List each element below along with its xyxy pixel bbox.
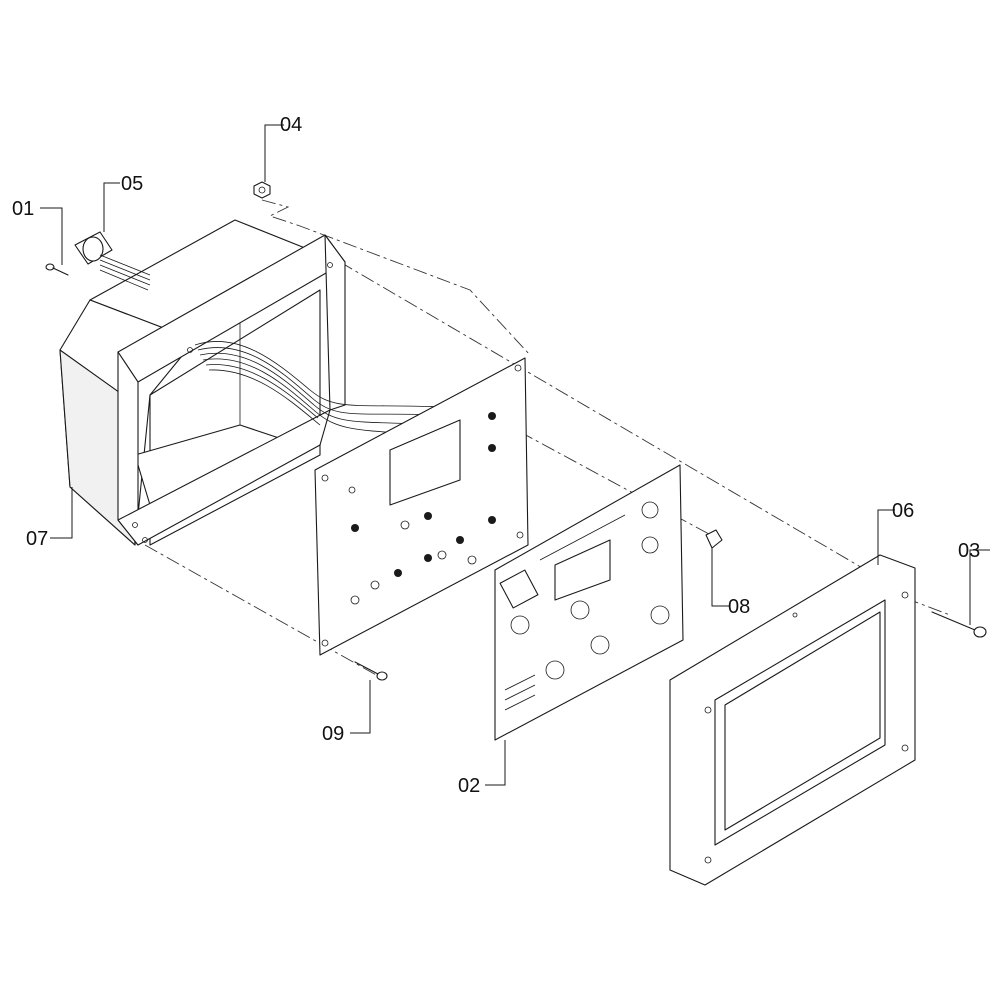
callout-03: 03 xyxy=(958,540,980,562)
leader-lines xyxy=(40,124,990,786)
long-screw xyxy=(931,611,987,638)
callout-09: 09 xyxy=(322,723,344,745)
enclosure-box xyxy=(59,219,501,546)
spacer xyxy=(705,529,723,549)
mounting-panel xyxy=(314,357,529,656)
small-screw xyxy=(45,263,69,276)
connector xyxy=(74,231,151,291)
callout-08: 08 xyxy=(728,596,750,618)
callout-06: 06 xyxy=(892,500,914,522)
front-bezel xyxy=(669,554,916,886)
callout-05: 05 xyxy=(121,173,143,195)
callout-02: 02 xyxy=(458,775,480,797)
callout-04: 04 xyxy=(280,114,302,136)
callout-labels: 01 02 03 04 05 06 07 08 09 xyxy=(12,114,980,797)
screw-09 xyxy=(354,661,388,681)
nut xyxy=(253,181,271,199)
overlay-label xyxy=(494,464,684,741)
callout-07: 07 xyxy=(26,528,48,550)
callout-01: 01 xyxy=(12,198,34,220)
